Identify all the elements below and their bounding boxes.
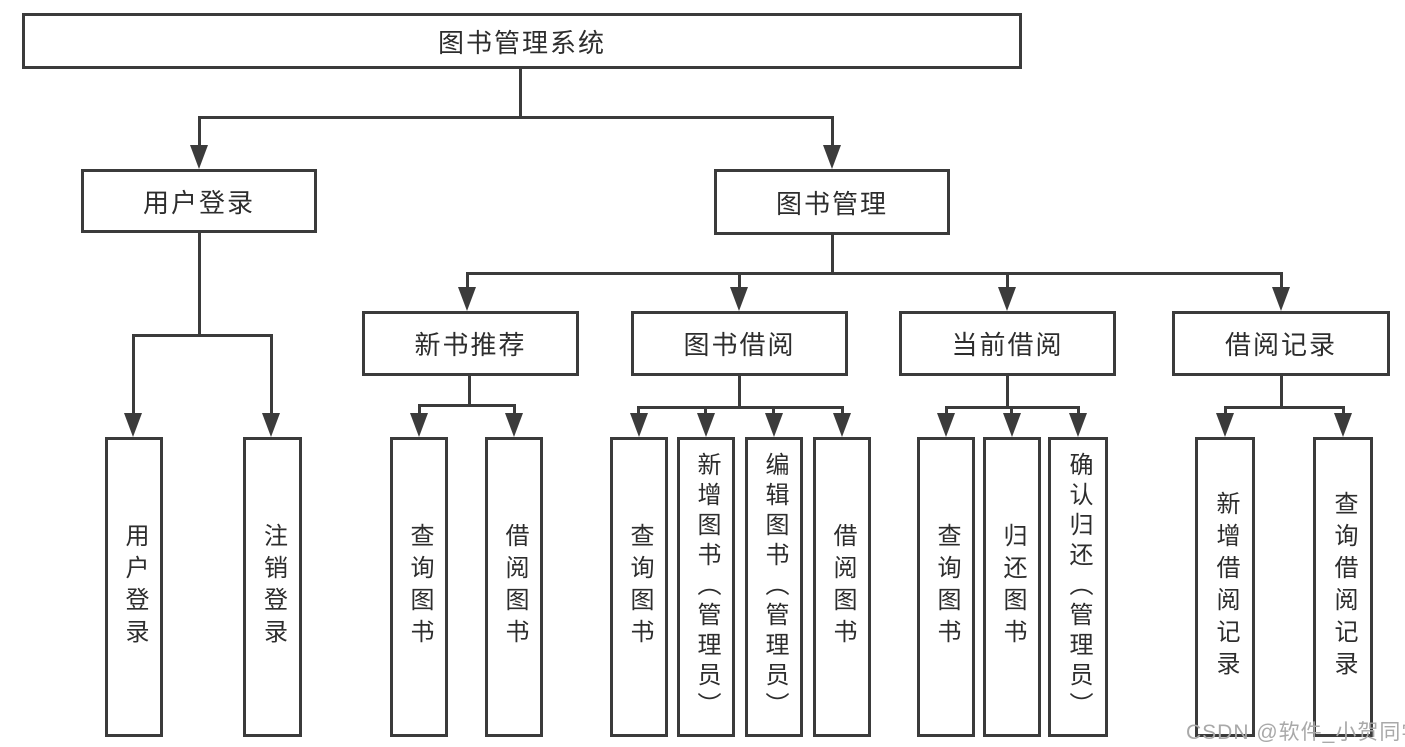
csdn-watermark: CSDN @软件_小贺同学 <box>1186 721 1405 744</box>
connector-new-books-bar <box>418 404 516 407</box>
connector-drop-leaf <box>1342 406 1345 416</box>
node-book-mgmt-label: 图书管理 <box>775 188 888 219</box>
node-book-borrow: 图书借阅 <box>631 311 848 376</box>
arrow-down-icon <box>823 145 841 169</box>
node-user-login: 用户登录 <box>81 169 317 233</box>
connector-book-mgmt-bar <box>466 272 1283 275</box>
node-book-borrow-label: 图书借阅 <box>683 330 796 360</box>
connector-drop-leaf <box>841 406 844 416</box>
connector-book-mgmt-stem <box>831 235 834 275</box>
arrow-down-icon <box>190 145 208 169</box>
connector-drop-leaf <box>1010 406 1013 416</box>
leaf-label: 查询图书 <box>406 523 433 651</box>
leaf-label: 注销登录 <box>259 523 287 651</box>
leaf-label: 新增图书（管理员） <box>693 452 720 722</box>
connector-current-borrow-stem <box>1006 376 1009 409</box>
arrow-down-icon <box>1216 413 1234 437</box>
arrow-down-icon <box>765 413 783 437</box>
arrow-down-icon <box>730 287 748 311</box>
leaf-borrow-query: 查询图书 <box>610 437 668 737</box>
connector-drop-leaf <box>132 334 135 416</box>
connector-user-login-bar <box>132 334 273 337</box>
leaf-label: 新增借阅记录 <box>1212 491 1239 683</box>
arrow-down-icon <box>505 413 523 437</box>
connector-borrow-records-bar <box>1224 406 1345 409</box>
arrow-down-icon <box>1334 413 1352 437</box>
connector-user-login-stem <box>198 233 201 337</box>
connector-root-stem <box>519 67 522 119</box>
node-new-books-label: 新书推荐 <box>414 330 527 360</box>
connector-drop-user-login <box>198 116 201 149</box>
leaf-current-query: 查询图书 <box>917 437 975 737</box>
leaf-label: 查询图书 <box>626 523 653 651</box>
arrow-down-icon <box>1069 413 1087 437</box>
leaf-label: 归还图书 <box>999 523 1026 651</box>
leaf-logout: 注销登录 <box>243 437 302 737</box>
arrow-down-icon <box>697 413 715 437</box>
arrow-down-icon <box>124 413 142 437</box>
arrow-down-icon <box>937 413 955 437</box>
arrow-down-icon <box>458 287 476 311</box>
node-current-borrow-label: 当前借阅 <box>951 330 1064 360</box>
leaf-label: 查询借阅记录 <box>1330 491 1357 683</box>
arrow-down-icon <box>1003 413 1021 437</box>
leaf-current-confirm-return-admin: 确认归还（管理员） <box>1048 437 1108 737</box>
connector-book-borrow-bar <box>637 406 844 409</box>
connector-drop-leaf <box>418 404 421 416</box>
connector-drop-borrow-records <box>1280 272 1283 290</box>
node-root-system: 图书管理系统 <box>22 13 1022 69</box>
connector-book-borrow-stem <box>738 376 741 409</box>
arrow-down-icon <box>630 413 648 437</box>
node-root-label: 图书管理系统 <box>437 27 606 58</box>
node-current-borrow: 当前借阅 <box>899 311 1116 376</box>
connector-drop-book-mgmt <box>831 116 834 149</box>
leaf-label: 借阅图书 <box>829 523 856 651</box>
arrow-down-icon <box>833 413 851 437</box>
connector-root-bar <box>198 116 834 119</box>
node-borrow-records-label: 借阅记录 <box>1224 330 1337 360</box>
leaf-label: 用户登录 <box>121 523 148 651</box>
leaf-user-login: 用户登录 <box>105 437 163 737</box>
connector-new-books-stem <box>468 376 471 407</box>
arrow-down-icon <box>1272 287 1290 311</box>
connector-drop-leaf <box>704 406 707 416</box>
leaf-records-add: 新增借阅记录 <box>1195 437 1255 737</box>
leaf-label: 确认归还（管理员） <box>1065 452 1092 722</box>
leaf-borrow-edit-admin: 编辑图书（管理员） <box>745 437 803 737</box>
arrow-down-icon <box>998 287 1016 311</box>
connector-drop-book-borrow <box>738 272 741 290</box>
arrow-down-icon <box>410 413 428 437</box>
leaf-label: 编辑图书（管理员） <box>761 452 788 722</box>
node-new-books: 新书推荐 <box>362 311 579 376</box>
arrow-down-icon <box>262 413 280 437</box>
connector-drop-leaf <box>772 406 775 416</box>
leaf-new-books-query: 查询图书 <box>390 437 448 737</box>
leaf-label: 查询图书 <box>933 523 960 651</box>
node-borrow-records: 借阅记录 <box>1172 311 1390 376</box>
connector-drop-leaf <box>1077 406 1080 416</box>
connector-drop-new-books <box>466 272 469 290</box>
leaf-new-books-borrow: 借阅图书 <box>485 437 543 737</box>
connector-drop-leaf <box>637 406 640 416</box>
connector-drop-leaf <box>513 404 516 416</box>
connector-drop-leaf <box>945 406 948 416</box>
leaf-current-return: 归还图书 <box>983 437 1041 737</box>
connector-borrow-records-stem <box>1280 376 1283 409</box>
node-user-login-label: 用户登录 <box>142 187 255 218</box>
connector-drop-leaf <box>270 334 273 416</box>
leaf-borrow-book: 借阅图书 <box>813 437 871 737</box>
leaf-borrow-add-admin: 新增图书（管理员） <box>677 437 735 737</box>
connector-drop-current-borrow <box>1006 272 1009 290</box>
leaf-label: 借阅图书 <box>501 523 528 651</box>
leaf-records-query: 查询借阅记录 <box>1313 437 1373 737</box>
connector-drop-leaf <box>1224 406 1227 416</box>
node-book-mgmt: 图书管理 <box>714 169 950 235</box>
